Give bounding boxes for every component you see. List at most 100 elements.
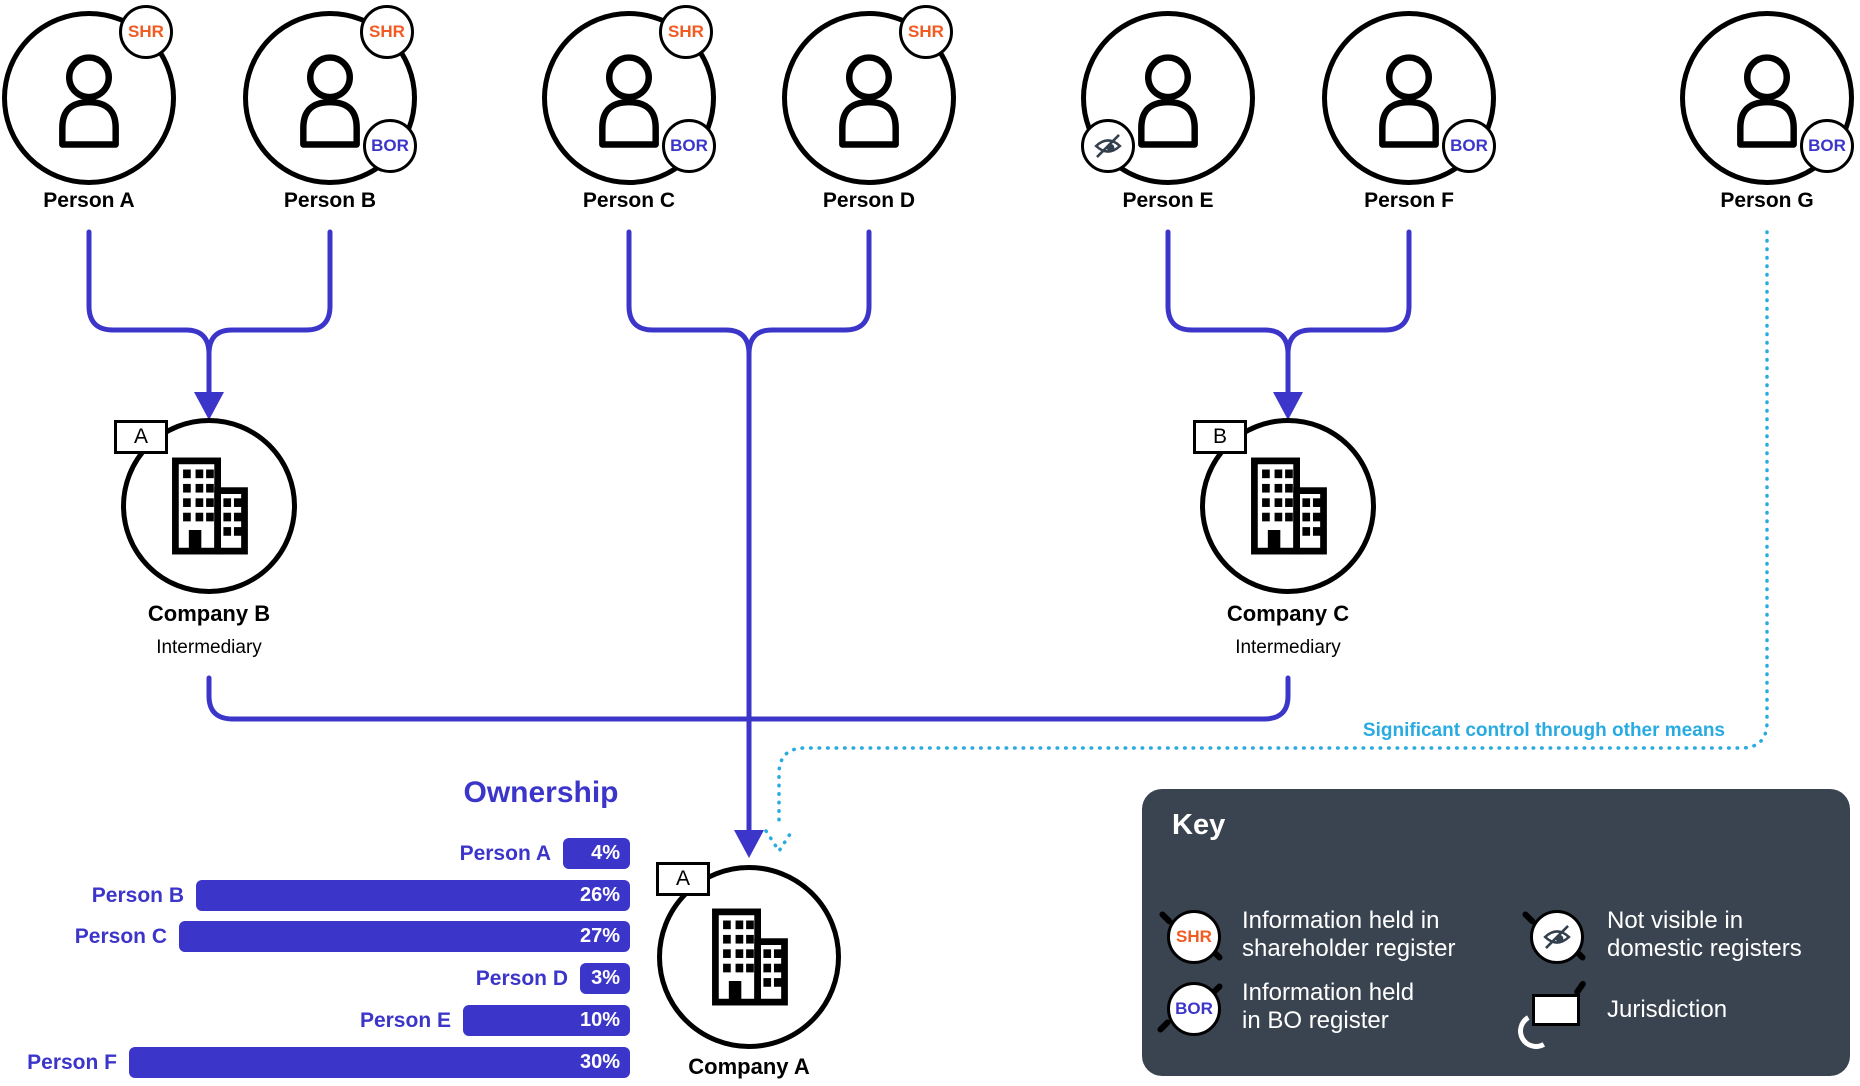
shr-badge-label: SHR	[1176, 927, 1212, 946]
bor-badge-label: BOR	[1450, 136, 1488, 155]
key-not-visible-badge	[1530, 910, 1584, 964]
person-f-label: Person F	[1364, 189, 1454, 212]
bor-badge-label: BOR	[1808, 136, 1846, 155]
shr-badge: SHR	[119, 5, 173, 59]
jurisdiction-letter: B	[1212, 425, 1227, 448]
person-icon	[284, 47, 376, 150]
bor-badge: BOR	[662, 119, 716, 173]
ownership-bar-person-e: 10%	[463, 1005, 630, 1036]
person-e-label: Person E	[1122, 189, 1214, 212]
key-text-line: Information held	[1242, 979, 1415, 1006]
shr-badge-label: SHR	[128, 22, 164, 41]
building-icon	[701, 907, 797, 1007]
bar-value: 27%	[579, 925, 620, 947]
key-text-line: shareholder register	[1242, 935, 1456, 962]
eye-slash-icon	[1094, 133, 1122, 159]
shr-badge: SHR	[899, 5, 953, 59]
key-bor-badge: BOR	[1167, 982, 1221, 1036]
person-g-label: Person G	[1720, 189, 1814, 212]
edge-company-b-to-company-a	[206, 675, 752, 722]
ownership-bar-person-a: 4%	[563, 838, 630, 869]
key-not-visible-text: Not visible in domestic registers	[1607, 907, 1802, 963]
company-c-role: Intermediary	[1235, 637, 1341, 658]
person-icon	[823, 47, 915, 150]
shr-badge: SHR	[659, 5, 713, 59]
building-icon	[161, 456, 257, 556]
jurisdiction-letter: A	[133, 425, 148, 448]
ownership-bar-person-b: 26%	[196, 880, 630, 911]
company-b-label: Company B	[147, 601, 271, 626]
company-a-jurisdiction-flag: A	[656, 862, 710, 896]
ownership-bar-label-person-c: Person C	[74, 925, 167, 948]
key-bor-text: Information held in BO register	[1242, 979, 1414, 1035]
edge-person-b-to-company-b	[206, 229, 333, 357]
key-jurisdiction-flag-icon	[1532, 994, 1580, 1026]
key-title: Key	[1172, 809, 1226, 841]
company-c-label: Company C	[1226, 601, 1350, 626]
arrowhead-company-b	[194, 392, 224, 420]
bar-value: 30%	[579, 1051, 620, 1073]
person-a-label: Person A	[43, 189, 135, 212]
bor-badge-label: BOR	[670, 136, 708, 155]
edge-company-c-to-company-a	[746, 675, 1291, 722]
ownership-bar-label-person-b: Person B	[91, 884, 184, 907]
key-text-line: Not visible in	[1607, 907, 1744, 934]
key-text-line: Information held in	[1242, 907, 1440, 934]
shr-badge-label: SHR	[908, 22, 944, 41]
arrowhead-significant-control	[764, 829, 794, 855]
key-text-line: Jurisdiction	[1607, 996, 1728, 1023]
not-visible-badge	[1081, 119, 1135, 173]
jurisdiction-letter: A	[675, 867, 690, 890]
key-text-line: in BO register	[1242, 1007, 1389, 1034]
arrowhead-company-a	[734, 830, 764, 858]
person-icon	[1363, 47, 1455, 150]
bor-badge: BOR	[1442, 119, 1496, 173]
shr-badge-label: SHR	[668, 22, 704, 41]
edge-person-g-significant-control	[777, 230, 1769, 828]
ownership-bar-label-person-a: Person A	[459, 842, 551, 865]
key-shr-badge: SHR	[1167, 910, 1221, 964]
bar-value: 3%	[591, 967, 620, 989]
person-d-label: Person D	[822, 189, 916, 212]
edge-person-a-to-company-b	[86, 229, 212, 399]
key-shr-text: Information held in shareholder register	[1242, 907, 1455, 963]
bar-value: 4%	[591, 842, 620, 864]
key-text-line: domestic registers	[1607, 935, 1802, 962]
company-c-jurisdiction-flag: B	[1193, 420, 1247, 454]
person-icon	[1122, 47, 1214, 150]
bor-badge-label: BOR	[371, 136, 409, 155]
edge-person-d-to-company-a	[746, 229, 872, 357]
key-panel: Key SHR Information held in shareholder …	[1142, 789, 1850, 1076]
bor-badge-label: BOR	[1175, 999, 1213, 1018]
bar-value: 10%	[579, 1009, 620, 1031]
edge-person-f-to-company-c	[1285, 229, 1412, 357]
key-jurisdiction-text: Jurisdiction	[1607, 996, 1727, 1024]
company-b-node	[121, 418, 297, 594]
building-icon	[1240, 456, 1336, 556]
ownership-bar-label-person-f: Person F	[27, 1051, 117, 1074]
person-icon	[43, 47, 135, 150]
ownership-bar-person-f: 30%	[129, 1047, 630, 1078]
edge-person-e-to-company-c	[1165, 229, 1291, 399]
bor-badge: BOR	[363, 119, 417, 173]
person-icon	[1721, 47, 1813, 150]
arrowhead-company-c	[1273, 392, 1303, 420]
edge-person-c-to-company-a	[626, 229, 752, 833]
person-b-label: Person B	[283, 189, 377, 212]
company-a-label: Company A	[688, 1054, 810, 1079]
company-b-role: Intermediary	[156, 637, 262, 658]
ownership-bar-person-c: 27%	[179, 921, 630, 952]
ownership-chart-title: Ownership	[463, 776, 619, 809]
shr-badge-label: SHR	[369, 22, 405, 41]
significant-control-note: Significant control through other means	[1362, 720, 1725, 741]
ownership-bar-person-d: 3%	[580, 963, 630, 994]
company-b-jurisdiction-flag: A	[114, 420, 168, 454]
shr-badge: SHR	[360, 5, 414, 59]
bar-value: 26%	[579, 884, 620, 906]
eye-slash-icon	[1543, 924, 1571, 950]
ownership-bar-label-person-d: Person D	[475, 967, 568, 990]
person-c-label: Person C	[582, 189, 676, 212]
bor-badge: BOR	[1800, 119, 1854, 173]
